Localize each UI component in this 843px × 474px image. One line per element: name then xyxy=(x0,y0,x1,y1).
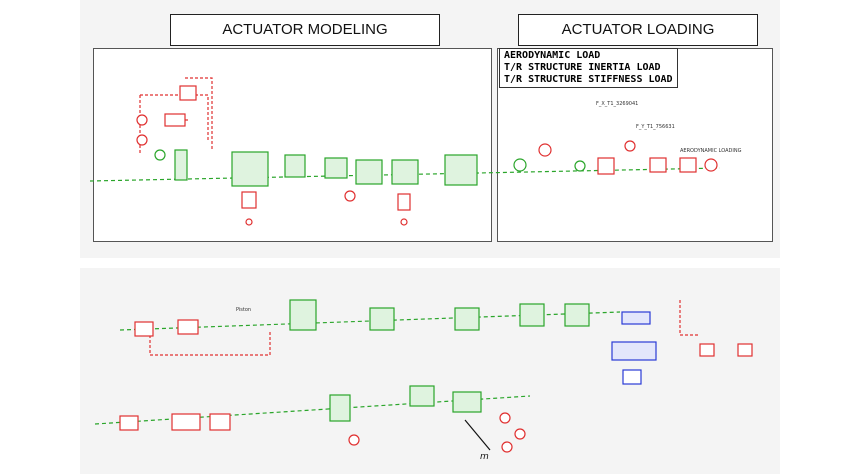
loading-red-block xyxy=(598,158,614,174)
top-red-sensor xyxy=(242,192,256,208)
bottom-red-junction xyxy=(349,435,359,445)
mass-arrow xyxy=(465,420,490,450)
loading-red-junction xyxy=(705,159,717,171)
loading-red-junction xyxy=(625,141,635,151)
valve-block xyxy=(622,312,650,324)
top-red-port xyxy=(401,219,407,225)
loading-red-junction xyxy=(539,144,551,156)
top-green-block xyxy=(445,155,477,185)
top-red-junction xyxy=(137,115,147,125)
loading-red-block xyxy=(680,158,696,172)
top-red-junction xyxy=(345,191,355,201)
bottom-red-block xyxy=(700,344,714,356)
top-red-junction xyxy=(137,135,147,145)
bottom-green-block xyxy=(565,304,589,326)
bottom-red-block xyxy=(120,416,138,430)
top-red-sensor xyxy=(398,194,410,210)
bottom-green-block xyxy=(290,300,316,330)
top-green-block xyxy=(392,160,418,184)
bottom-green-block xyxy=(330,395,350,421)
top-schematic xyxy=(90,78,720,225)
bottom-green-block xyxy=(410,386,434,406)
top-green-block xyxy=(356,160,382,184)
bottom-red-block xyxy=(178,320,198,334)
mass-block xyxy=(453,392,481,412)
bottom-schematic xyxy=(95,300,752,452)
top-green-block xyxy=(232,152,268,186)
bottom-feedback-loop xyxy=(150,330,270,355)
top-green-block xyxy=(175,150,187,180)
bottom-green-block xyxy=(520,304,544,326)
f1-block xyxy=(172,414,200,430)
bottom-red-junction xyxy=(515,429,525,439)
loading-green-junction xyxy=(514,159,526,171)
valve-sensor xyxy=(623,370,641,384)
bottom-red-junction xyxy=(500,413,510,423)
bottom-red-junction xyxy=(502,442,512,452)
valve-body xyxy=(612,342,656,360)
bottom-red-branch xyxy=(680,300,700,335)
loading-green-junction xyxy=(575,161,585,171)
top-red-port xyxy=(246,219,252,225)
top-red-block xyxy=(165,114,185,126)
top-green-block xyxy=(325,158,347,178)
top-red-block xyxy=(180,86,196,100)
bottom-red-block xyxy=(135,322,153,336)
bottom-green-block xyxy=(370,308,394,330)
bottom-red-block xyxy=(738,344,752,356)
bottom-red-block xyxy=(210,414,230,430)
loading-red-block xyxy=(650,158,666,172)
top-green-block xyxy=(285,155,305,177)
bottom-green-block xyxy=(455,308,479,330)
top-green-junction xyxy=(155,150,165,160)
